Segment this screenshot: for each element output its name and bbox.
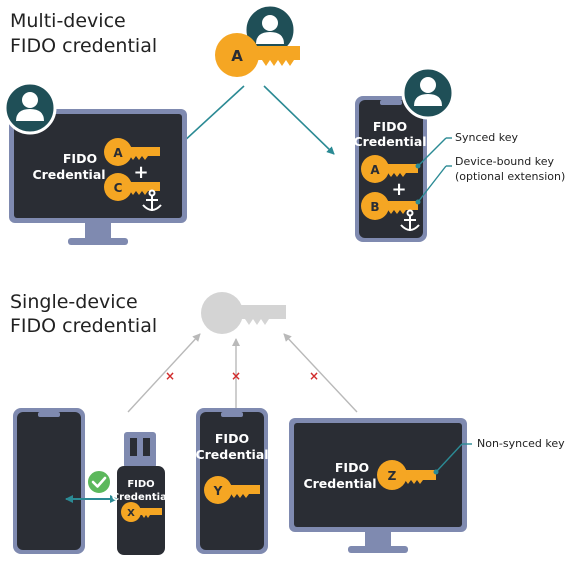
single-device-title-line2: FIDO credential: [10, 315, 157, 337]
synced-key-callout-line: [417, 137, 452, 167]
device-bound-callout-line1: Device-bound key: [455, 155, 554, 168]
phone-key-y-letter: Y: [213, 484, 223, 498]
desktop-key-c-letter: C: [114, 181, 123, 195]
phone-key-b-letter: B: [370, 200, 379, 214]
synced-key-callout: Synced key: [455, 131, 519, 144]
blocked-arrow-from-usb: [127, 333, 201, 413]
top-user-avatar: [243, 3, 297, 57]
blank-phone: [13, 408, 85, 554]
usb-key-x-icon: [121, 502, 162, 522]
desktop-anchor-icon: [142, 189, 162, 211]
faded-key-icon: [201, 292, 286, 334]
blocked-arrow-from-desktop: [283, 333, 358, 413]
device-bound-callout-line2: (optional extension): [455, 170, 565, 183]
multi-phone-label-line1: FIDO: [373, 119, 407, 134]
multi-desktop-label-line1: FIDO: [63, 151, 97, 166]
multi-desktop-label-line2: Credential: [32, 167, 105, 182]
sync-arrow-to-phone: [263, 85, 335, 155]
blocked-x-desktop: ×: [309, 369, 319, 383]
non-synced-callout-dot: [433, 469, 439, 475]
phone-plus-sign: +: [391, 179, 406, 200]
single-device-title-line1: Single-device: [10, 291, 138, 313]
multi-phone-label-line2: Credential: [353, 134, 426, 149]
desktop-plus-sign: +: [133, 162, 148, 183]
phone-anchor-icon: [400, 209, 420, 231]
single-desktop-label-line1: FIDO: [335, 460, 369, 475]
phone-key-a-letter: A: [370, 163, 380, 177]
single-phone: [196, 408, 268, 554]
desktop-key-z-icon: [377, 460, 436, 490]
top-key-a-icon: [215, 33, 300, 77]
non-synced-callout-line: [435, 443, 472, 473]
single-phone-label-line1: FIDO: [215, 431, 249, 446]
non-synced-callout: Non-synced key: [477, 437, 565, 450]
check-icon: [86, 469, 112, 495]
blocked-x-usb: ×: [165, 369, 175, 383]
blocked-x-phone: ×: [231, 369, 241, 383]
device-bound-callout-dot: [415, 199, 421, 205]
phone-key-a-icon: [361, 155, 418, 183]
phone-key-b-icon: [361, 192, 418, 220]
desktop-key-c-icon: [104, 173, 160, 201]
multi-desktop-user-avatar: [3, 81, 57, 135]
multi-phone-user-avatar: [401, 66, 455, 120]
multi-device-title-line1: Multi-device: [10, 10, 126, 32]
synced-key-callout-dot: [415, 163, 421, 169]
device-bound-callout-line: [417, 165, 452, 203]
top-key-letter: A: [231, 47, 243, 65]
multi-device-title-line2: FIDO credential: [10, 35, 157, 57]
usb-label-line1: FIDO: [127, 479, 154, 490]
phone-key-y-icon: [204, 476, 260, 504]
single-phone-label-line2: Credential: [195, 447, 268, 462]
usb-key-letter: X: [127, 508, 135, 519]
desktop-key-z-letter: Z: [388, 469, 397, 483]
single-desktop-label-line2: Credential: [303, 476, 376, 491]
desktop-key-a-icon: [104, 138, 160, 166]
desktop-key-a-letter: A: [113, 146, 123, 160]
usb-label-line2: Credential: [112, 492, 171, 503]
